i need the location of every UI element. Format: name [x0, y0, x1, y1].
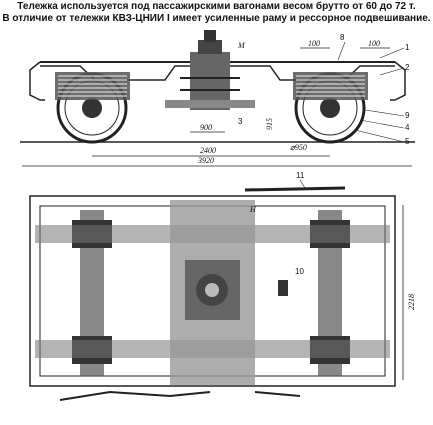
caption-line-2: В отличие от тележки КВЗ-ЦНИИ I имеет ус…	[2, 13, 431, 24]
dim-900: 900	[200, 123, 212, 132]
dim-915: 915	[265, 118, 274, 130]
label-m: M	[237, 41, 246, 50]
left-axle-box	[82, 98, 102, 118]
side-view: 100 100 M 8 1 2 3 9 4 5 900 915 ⌀950 240…	[20, 30, 415, 167]
callout-9: 9	[405, 111, 410, 120]
callout-4: 4	[405, 123, 410, 132]
dim-100-right: 100	[368, 39, 380, 48]
part-10	[278, 280, 288, 296]
callout-2: 2	[405, 63, 410, 72]
center-pivot	[165, 30, 255, 110]
label-10: 10	[295, 267, 304, 276]
dim-2218: 2218	[407, 294, 416, 310]
frame-left-end	[29, 61, 45, 101]
dim-2400: 2400	[200, 146, 216, 155]
callout-1: 1	[405, 43, 410, 52]
frame-right-end	[390, 61, 406, 101]
dim-100-left: 100	[308, 39, 320, 48]
right-axle-box	[320, 98, 340, 118]
label-11: 11	[296, 171, 305, 180]
callout-8: 8	[340, 33, 345, 42]
plan-view: 11 Н 10 2218	[29, 171, 416, 401]
dim-950: ⌀950	[290, 143, 307, 152]
right-spring-set	[293, 72, 368, 100]
dim-3920: 3920	[197, 156, 214, 165]
callout-3: 3	[238, 117, 243, 126]
callout-5: 5	[405, 137, 410, 146]
caption-line-1: Тележка используется под пассажирскими в…	[17, 1, 416, 12]
left-spring-set	[55, 72, 130, 100]
brake-rod	[244, 186, 346, 192]
bottom-rigging	[59, 390, 301, 401]
plan-frame-outer	[29, 195, 396, 387]
label-n: Н	[249, 205, 257, 214]
